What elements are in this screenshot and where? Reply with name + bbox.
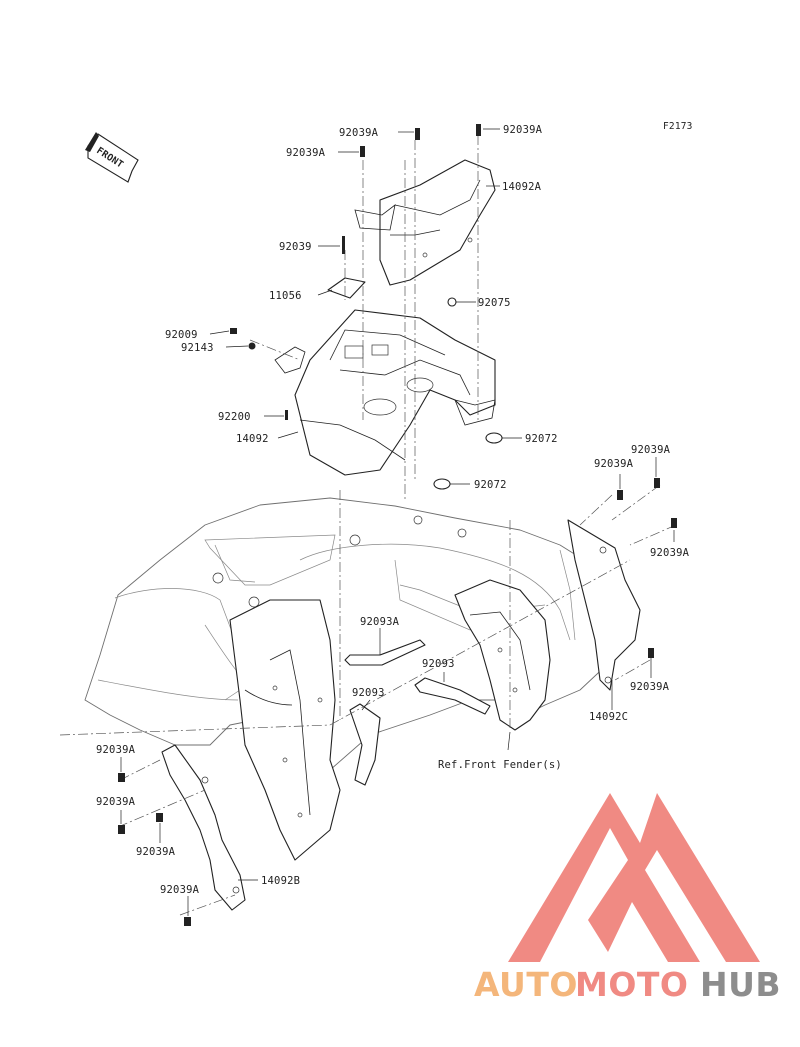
bracket-11056 xyxy=(327,277,366,299)
nut-92075 xyxy=(447,297,457,307)
part-label: 92039A xyxy=(594,458,634,470)
strap-92093-a xyxy=(414,677,491,715)
watermark-text-auto: AUTO xyxy=(474,965,578,1004)
part-labels: 92039A 92039A 92039A 14092A 92039 11056 … xyxy=(96,124,690,896)
figure-code: F2173 xyxy=(663,121,693,132)
watermark-triangle-icon xyxy=(508,793,760,962)
grommet-92072-upper xyxy=(485,432,503,444)
watermark-text-hub: HUB xyxy=(700,965,781,1004)
part-label: 92039A xyxy=(503,124,543,136)
part-label: 92093 xyxy=(422,658,455,670)
watermark-text-moto: MOTO xyxy=(575,965,688,1004)
grommet-92072-lower xyxy=(433,478,451,490)
part-label: 92039A xyxy=(96,796,136,808)
left-fender-flap xyxy=(229,599,341,861)
part-label: 92143 xyxy=(181,342,214,354)
part-label: 92039A xyxy=(339,127,379,139)
part-label: 92039A xyxy=(286,147,326,159)
side-panel-14092B xyxy=(161,744,246,911)
strap-92093A xyxy=(344,639,426,666)
rear-fender-body xyxy=(84,497,616,791)
part-label: 92075 xyxy=(478,297,511,309)
bracket-14092A xyxy=(354,159,496,286)
front-direction-arrow-icon: FRONT xyxy=(85,132,139,183)
bolts xyxy=(118,124,677,926)
part-label: 14092 xyxy=(236,433,269,445)
part-label: 92039A xyxy=(136,846,176,858)
tray-14092 xyxy=(274,309,496,476)
part-label: 92039A xyxy=(631,444,671,456)
part-label: 92039A xyxy=(96,744,136,756)
part-label: 92093 xyxy=(352,687,385,699)
watermark-logo: AUTO MOTO HUB xyxy=(474,793,781,1004)
part-label: 92039A xyxy=(630,681,670,693)
reference-note: Ref.Front Fender(s) xyxy=(438,759,562,771)
part-label: 92072 xyxy=(525,433,558,445)
part-label: 92039A xyxy=(650,547,690,559)
part-label: 14092C xyxy=(589,711,628,723)
part-label: 92009 xyxy=(165,329,198,341)
part-label: 92093A xyxy=(360,616,400,628)
part-label: 92039 xyxy=(279,241,312,253)
side-panel-14092C xyxy=(567,519,641,691)
part-label: 92072 xyxy=(474,479,507,491)
assembly-lines xyxy=(59,135,677,916)
part-label: 92200 xyxy=(218,411,251,423)
part-label: 92039A xyxy=(160,884,200,896)
leader-lines xyxy=(120,128,675,916)
part-label: 14092B xyxy=(261,875,300,887)
part-label: 14092A xyxy=(502,181,542,193)
part-label: 11056 xyxy=(269,290,302,302)
